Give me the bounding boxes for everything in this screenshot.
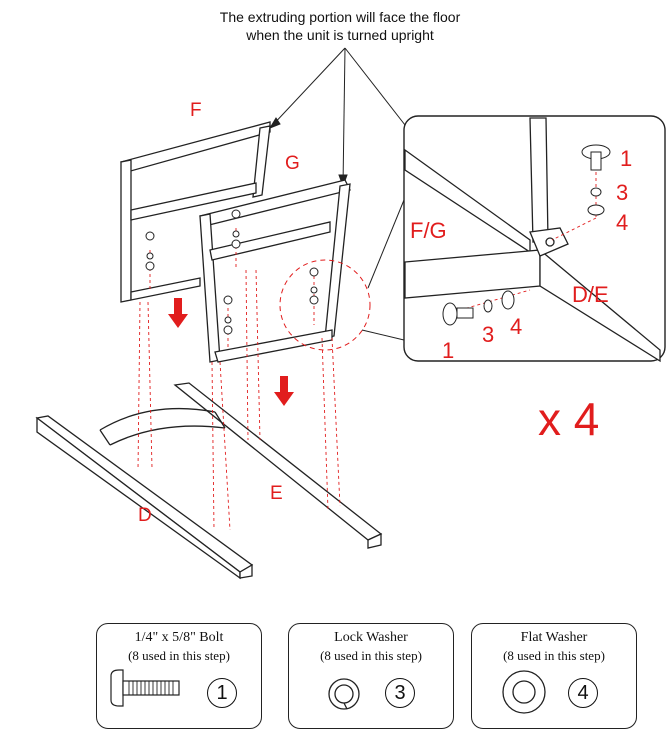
lock-washer-icon bbox=[328, 678, 360, 710]
detail-num-3-bottom: 3 bbox=[482, 322, 495, 347]
detail-label-de: D/E bbox=[572, 282, 609, 307]
label-e: E bbox=[270, 483, 283, 504]
hardware-name: Flat Washer bbox=[520, 630, 588, 645]
hardware-name: Lock Washer bbox=[334, 630, 408, 645]
detail-num-3-top: 3 bbox=[616, 180, 629, 205]
base-frame bbox=[35, 382, 383, 580]
detail-num-1-top: 1 bbox=[620, 146, 633, 171]
multiplier-label: x 4 bbox=[538, 393, 600, 445]
detail-num-1-bottom: 1 bbox=[442, 338, 455, 363]
hardware-number: 1 bbox=[207, 678, 237, 708]
detail-num-4-bottom: 4 bbox=[510, 314, 523, 339]
hardware-qty: (8 used in this step) bbox=[320, 648, 422, 663]
frame-f bbox=[119, 121, 271, 303]
hardware-number: 3 bbox=[385, 678, 415, 708]
hardware-qty: (8 used in this step) bbox=[503, 648, 605, 663]
hardware-box-lock-washer: Lock Washer (8 used in this step) 3 bbox=[288, 623, 454, 729]
detail-label-fg: F/G bbox=[410, 218, 447, 243]
label-g: G bbox=[285, 153, 300, 174]
hardware-stacks bbox=[145, 209, 319, 335]
hardware-qty: (8 used in this step) bbox=[128, 648, 230, 663]
note-line-2: when the unit is turned upright bbox=[246, 27, 434, 43]
bolt-icon bbox=[110, 669, 180, 707]
hardware-number: 4 bbox=[568, 678, 598, 708]
down-arrows bbox=[168, 298, 294, 406]
label-d: D bbox=[138, 505, 152, 526]
label-f: F bbox=[190, 100, 202, 121]
frame-g bbox=[199, 179, 351, 363]
flat-washer-icon bbox=[502, 670, 546, 714]
detail-num-4-top: 4 bbox=[616, 210, 629, 235]
alignment-lines bbox=[137, 228, 341, 531]
hardware-box-flat-washer: Flat Washer (8 used in this step) 4 bbox=[471, 623, 637, 729]
orientation-note: The extruding portion will face the floo… bbox=[180, 8, 500, 44]
note-line-1: The extruding portion will face the floo… bbox=[219, 9, 461, 25]
callout-lines bbox=[361, 199, 405, 341]
detail-callout-circle bbox=[279, 259, 371, 351]
hardware-box-bolt: 1/4" x 5/8" Bolt (8 used in this step) 1 bbox=[96, 623, 262, 729]
hardware-name: 1/4" x 5/8" Bolt bbox=[134, 630, 224, 645]
detail-box bbox=[403, 115, 666, 363]
